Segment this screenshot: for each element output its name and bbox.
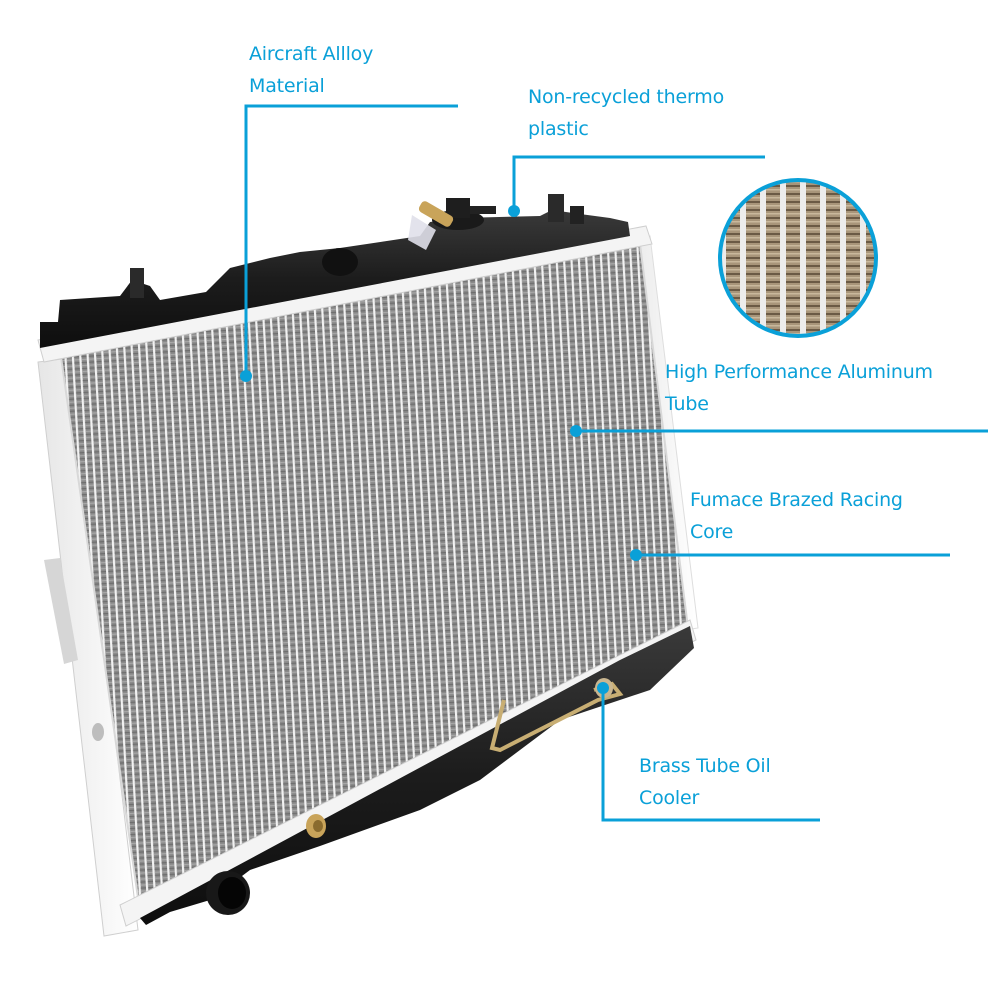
callout-line: Tube bbox=[665, 393, 709, 415]
callout-line: plastic bbox=[528, 118, 589, 140]
callout-line: Non-recycled thermo bbox=[528, 86, 725, 108]
callout-thermo-plastic: Non-recycled thermo plastic bbox=[528, 81, 724, 145]
callout-line: Material bbox=[249, 75, 325, 97]
callout-brazed-core: Fumace Brazed Racing Core bbox=[690, 484, 903, 548]
callout-line: Brass Tube Oil bbox=[639, 755, 771, 777]
inset-border bbox=[718, 178, 878, 338]
callout-oil-cooler: Brass Tube Oil Cooler bbox=[639, 750, 771, 814]
callout-line: Fumace Brazed Racing bbox=[690, 489, 903, 511]
callout-line: High Performance Aluminum bbox=[665, 361, 933, 383]
callout-line: Aircraft Allloy bbox=[249, 43, 374, 65]
callout-aluminum-tube: High Performance Aluminum Tube bbox=[665, 356, 933, 420]
callout-line: Core bbox=[690, 521, 734, 543]
callout-line: Cooler bbox=[639, 787, 700, 809]
callout-aircraft-alloy: Aircraft Allloy Material bbox=[249, 38, 373, 102]
